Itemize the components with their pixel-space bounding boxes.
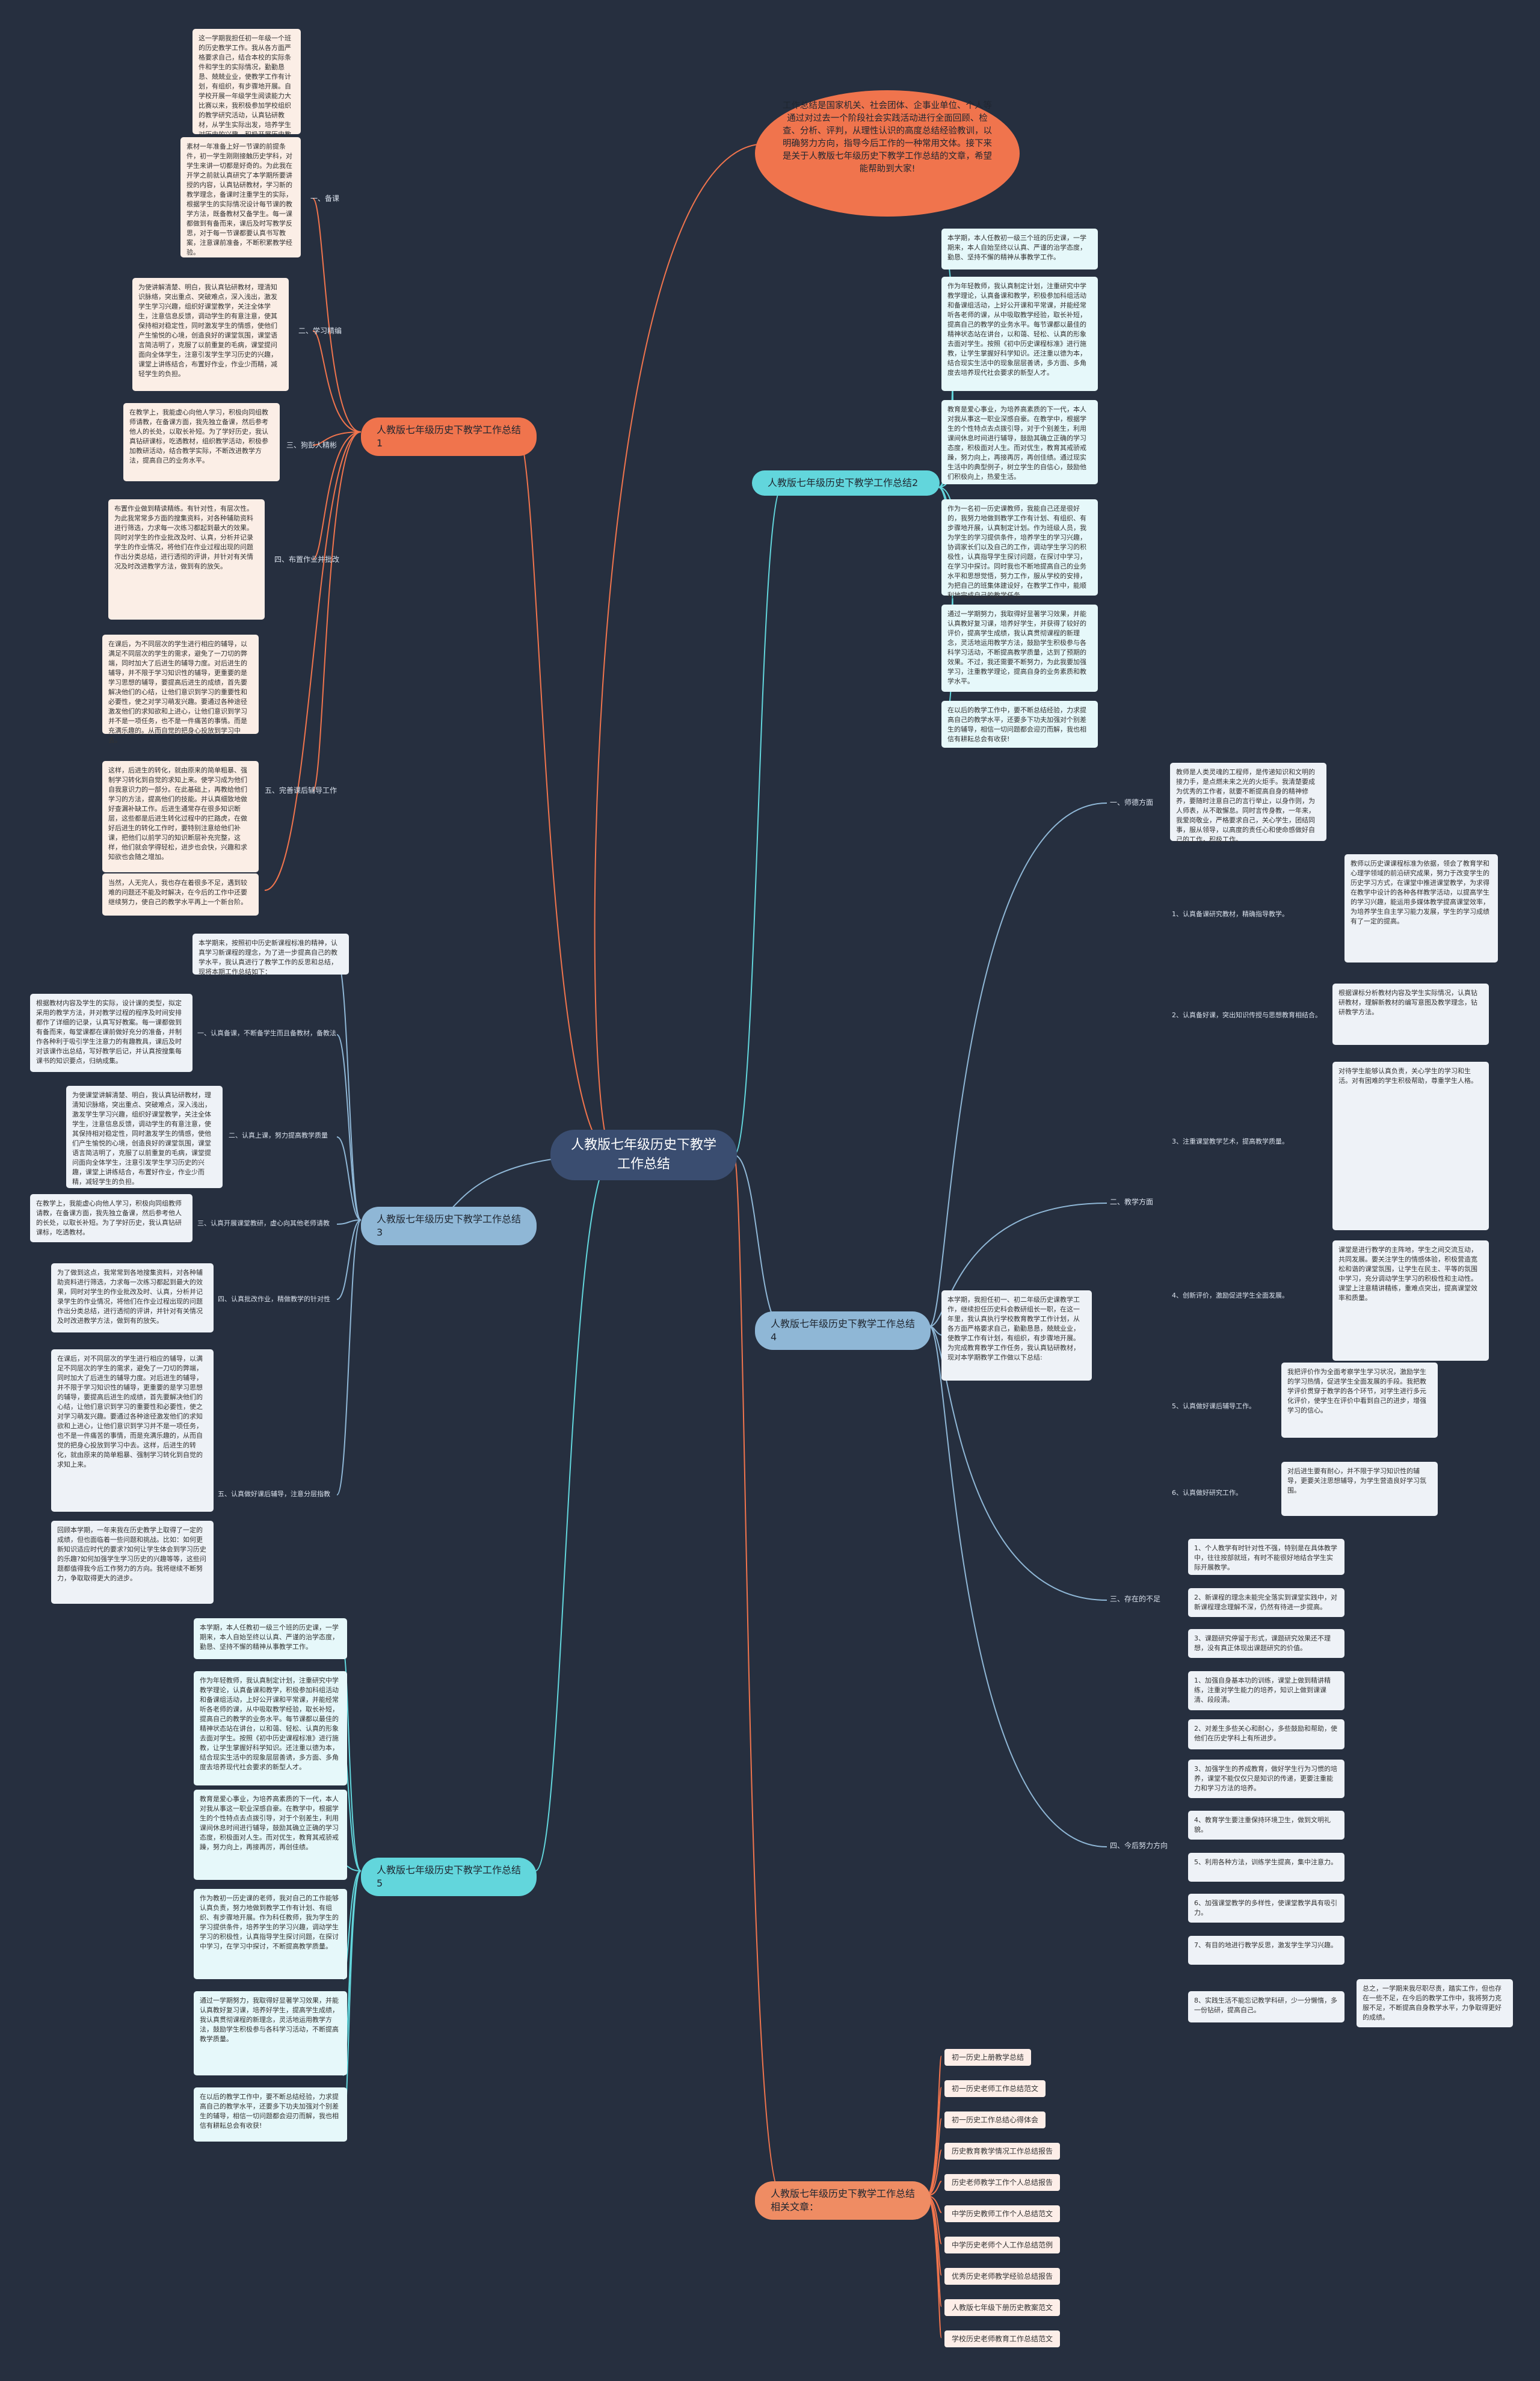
b3-label-4: 四、认真批改作业，精做教学的针对性 [218, 1295, 330, 1303]
b4-teaching-5: 5、认真做好课后辅导工作。 [1172, 1402, 1255, 1410]
related-item[interactable]: 中学历史教师工作个人总结范文 [944, 2205, 1061, 2222]
b3-note-3: 在教学上，我能虚心向他人学习，积极向同组教师请教，在备课方面，我先独立备课，然后… [30, 1194, 192, 1242]
b2-note-0: 本学期，本人任教初一级三个班的历史课，一学期来，本人自始至终以认真、严谨的治学态… [941, 229, 1098, 270]
b4-future-3: 3、加强学生的养成教育，做好学生行为习惯的培养，课堂不能仅仅只是知识的传递，更要… [1188, 1760, 1344, 1798]
branch-4[interactable]: 人教版七年级历史下教学工作总结4 [755, 1311, 931, 1350]
b1-note-6: 这样，后进生的转化，就由原来的简单粗暴、强制学习转化到自觉的求知上来。使学习成为… [102, 761, 259, 872]
b3-note-0: 本学期来，按照初中历史新课程标准的精神，认真学习新课程的理念，为了进一步提高自己… [192, 934, 349, 976]
branch-4-label: 人教版七年级历史下教学工作总结4 [771, 1318, 916, 1343]
b3-note-1: 根据教材内容及学生的实际，设计课的类型，拟定采用的教学方法，并对教学过程的程序及… [30, 994, 192, 1072]
b3-note-5: 在课后，对不同层次的学生进行相应的辅导，以满足不同层次的学生的需求，避免了一刀切… [51, 1349, 214, 1512]
branch-2[interactable]: 人教版七年级历史下教学工作总结2 [752, 470, 940, 496]
b4-problem-3: 3、课题研究停留于形式，课题研究效果还不理想，没有真正体现出课题研究的价值。 [1188, 1629, 1344, 1658]
b4-teaching-1: 1、认真备课研究教材，精确指导教学。 [1172, 910, 1289, 918]
related-item[interactable]: 历史老师教学工作个人总结报告 [944, 2174, 1061, 2191]
b1-label-5: 五、完善课后辅导工作 [265, 786, 337, 795]
b5-note-3: 作为教初一历史课的老师，我对自己的工作能够认真负责，努力地做到教学工作有计划、有… [194, 1889, 347, 1979]
b4-label-teaching: 二、教学方面 [1110, 1198, 1154, 1206]
b4-teaching-2: 2、认真备好课，突出知识传授与思想教育相结合。 [1172, 1011, 1322, 1019]
b3-note-2: 为使课堂讲解清楚、明白，我认真钻研教材，理清知识脉络，突出重点、突破难点，深入浅… [66, 1086, 223, 1188]
b1-note-2: 为使讲解清楚、明白，我认真钻研教材，理清知识脉络，突出重点、突破难点，深入浅出，… [132, 278, 289, 391]
b3-label-3: 三、认真开展课堂教研，虚心向其他老师请教 [197, 1219, 330, 1227]
center-topic-label: 人教版七年级历史下教学工作总结 [570, 1138, 716, 1172]
related-item[interactable]: 中学历史老师个人工作总结范例 [944, 2237, 1061, 2253]
b2-note-3: 作为一名初一历史课教师，我能自己还是很好的，我努力地做到教学工作有计划、有组织、… [941, 499, 1098, 599]
b4-teaching-note-4: 我把评价作为全面考察学生学习状况，激励学生的学习热情，促进学生全面发展的手段。我… [1281, 1363, 1438, 1438]
b4-future-1: 1、加强自身基本功的训练，课堂上做到精讲精练，注重对学生能力的培养，知识上做到课… [1188, 1671, 1344, 1710]
branch-1-label: 人教版七年级历史下教学工作总结1 [377, 424, 522, 449]
related-item[interactable]: 学校历史老师教育工作总结范文 [944, 2330, 1061, 2347]
b1-note-1: 素材一年准备上好一节课的前提条件，初一学生刚刚接触历史学科，对学生来讲一切都是好… [180, 137, 301, 257]
branch-6[interactable]: 人教版七年级历史下教学工作总结相关文章： [755, 2181, 931, 2220]
branch-6-label: 人教版七年级历史下教学工作总结相关文章： [771, 2188, 916, 2213]
b1-note-4: 布置作业做到精读精练。有针对性，有层次性。为此我常常多方面的搜集资料，对各种辅助… [108, 499, 265, 620]
branch-5[interactable]: 人教版七年级历史下教学工作总结5 [361, 1858, 537, 1896]
b4-teaching-3: 3、注重课堂教学艺术，提高教学质量。 [1172, 1138, 1289, 1145]
b3-label-1: 一、认真备课，不断备学生而且备教材，备教法 [197, 1029, 336, 1037]
b5-note-2: 教育是爱心事业，为培养高素质的下一代，本人对我从事这一职业深感自豪。在教学中，根… [194, 1790, 347, 1880]
b4-problem-2: 2、新课程的理念未能完全落实到课堂实践中，对新课程理念理解不深，仍然有待进一步提… [1188, 1588, 1344, 1617]
intro-text: 工作总结是国家机关、社会团体、企事业单位、个人等通过对过去一个阶段社会实践活动进… [783, 101, 992, 174]
b4-thought-note: 教师是人类灵魂的工程师，是传递知识和文明的接力手，是点燃未来之光的火炬手。我清楚… [1170, 763, 1326, 843]
b4-future-8: 8、实践生活不能忘记教学科研，少一分懒惰，多一份钻研，提高自己。 [1188, 1991, 1344, 2022]
b4-label-thought: 一、师德方面 [1110, 798, 1154, 807]
b1-note-7: 当然，人无完人，我也存在着很多不足，遇到较难的问题还不能及时解决，在今后的工作中… [102, 873, 259, 916]
b4-teaching-intro: 教师以历史课课程标准为依据，领会了教育学和心理学领域的前沿研究成果，努力于改变学… [1344, 854, 1498, 963]
b4-intro: 本学期，我担任初一、初二年级历史课教学工作，继续担任历史科会教研组长一职，在这一… [941, 1290, 1092, 1381]
b2-note-2: 教育是爱心事业，为培养高素质的下一代，本人对我从事这一职业深感自豪。在教学中，根… [941, 400, 1098, 484]
b1-label-2: 二、学习精编 [298, 327, 342, 335]
b1-label-3: 三、狗彭人精彬 [286, 441, 337, 449]
b4-future-4: 4、教育学生要注重保持环境卫生，做到文明礼貌。 [1188, 1811, 1344, 1840]
related-item[interactable]: 优秀历史老师教学经验总结报告 [944, 2268, 1061, 2285]
b4-teaching-6: 6、认真做好研究工作。 [1172, 1489, 1242, 1497]
b4-future-7: 7、有目的地进行教学反思，激发学生学习兴趣。 [1188, 1936, 1344, 1965]
b4-future-2: 2、对差生多些关心和耐心，多些鼓励和帮助，使他们在历史学科上有所进步。 [1188, 1719, 1344, 1749]
b3-note-4: 为了做到这点，我常常到各地搜集资料，对各种辅助资料进行筛选，力求每一次练习都起到… [51, 1263, 214, 1332]
branch-5-label: 人教版七年级历史下教学工作总结5 [377, 1864, 522, 1889]
b5-note-1: 作为年轻教师，我认真制定计划，注重研究中学教学理论，认真备课和教学，积极参加科组… [194, 1671, 347, 1785]
b2-note-5: 在以后的教学工作中，要不断总结经验，力求提高自己的教学水平，还要多下功夫加强对个… [941, 701, 1098, 748]
b1-label-4: 四、布置作业并批改 [274, 555, 340, 564]
b4-future-6: 6、加强课堂教学的多样性，使课堂教学具有吸引力。 [1188, 1894, 1344, 1923]
b5-note-0: 本学期，本人任教初一级三个班的历史课，一学期来，本人自始至终以认真、严谨的治学态… [194, 1618, 347, 1659]
b4-future-5: 5、利用各种方法，训练学生提高，集中注意力。 [1188, 1853, 1344, 1882]
related-item[interactable]: 历史教育教学情况工作总结报告 [944, 2143, 1061, 2160]
b4-problem-1: 1、个人教学有时针对性不强，特别是在具体教学中，往往按部就班，有时不能很好地结合… [1188, 1539, 1344, 1575]
related-item[interactable]: 人教版七年级下册历史教案范文 [944, 2299, 1061, 2316]
b2-note-1: 作为年轻教师，我认真制定计划，注重研究中学教学理论，认真备课和教学，积极参加科组… [941, 277, 1098, 391]
b4-teaching-note-2: 对待学生能够认真负责，关心学生的学习和生活。对有困难的学生积极帮助，尊重学生人格… [1332, 1062, 1489, 1230]
b5-note-5: 在以后的教学工作中，要不断总结经验，力求提高自己的教学水平，还要多下功夫加强对个… [194, 2087, 347, 2142]
b5-note-4: 通过一学期努力，我取得好显著学习效果，并能认真教好复习课，培养好学生，提高学生成… [194, 1991, 347, 2075]
intro-bubble[interactable]: 工作总结是国家机关、社会团体、企事业单位、个人等通过对过去一个阶段社会实践活动进… [755, 90, 1020, 217]
b1-label-1: 一、备课 [310, 194, 340, 203]
b1-note-0: 这一学期我担任初一年级一个班的历史教学工作。我从各方面严格要求自己，结合本校的实… [192, 29, 301, 148]
b3-label-2: 二、认真上课，努力提高教学质量 [229, 1132, 328, 1139]
related-item[interactable]: 初一历史老师工作总结范文 [944, 2080, 1046, 2097]
b4-closing: 总之，一学期来我尽职尽责，踏实工作，但也存在一些不足，在今后的教学工作中，我将努… [1357, 1979, 1513, 2027]
branch-2-label: 人教版七年级历史下教学工作总结2 [768, 477, 919, 488]
related-item[interactable]: 初一历史工作总结心得体会 [944, 2111, 1046, 2128]
b3-note-6: 回顾本学期，一年来我在历史教学上取得了一定的成绩，但也面临着一些问题和挑战。比如… [51, 1521, 214, 1604]
branch-3-label: 人教版七年级历史下教学工作总结3 [377, 1213, 522, 1238]
b4-label-future: 四、今后努力方向 [1110, 1841, 1168, 1850]
b4-teaching-note-1: 根据课标分析教材内容及学生实际情况，认真钻研教材，理解新教材的编写意图及教学理念… [1332, 984, 1489, 1045]
b2-note-4: 通过一学期努力，我取得好显著学习效果，并能认真教好复习课，培养好学生，并获得了较… [941, 605, 1098, 692]
b4-teaching-note-3: 课堂是进行教学的主阵地，学生之间交流互动，共同发展。要关注学生的情感体验，积极营… [1332, 1240, 1489, 1361]
b4-teaching-4: 4、创新评价，激励促进学生全面发展。 [1172, 1292, 1289, 1299]
center-topic[interactable]: 人教版七年级历史下教学工作总结 [550, 1130, 737, 1180]
b4-label-problems: 三、存在的不足 [1110, 1595, 1161, 1603]
b1-note-5: 在课后，为不同层次的学生进行相应的辅导，以满足不同层次的学生的需求，避免了一刀切… [102, 635, 259, 744]
related-item[interactable]: 初一历史上册教学总结 [944, 2049, 1032, 2066]
branch-1[interactable]: 人教版七年级历史下教学工作总结1 [361, 417, 537, 456]
b4-teaching-note-5: 对后进生要有耐心，并不限于学习知识性的辅导，更要关注思想辅导，为学生营造良好学习… [1281, 1462, 1438, 1516]
branch-3[interactable]: 人教版七年级历史下教学工作总结3 [361, 1207, 537, 1245]
b1-note-3: 在教学上，我能虚心向他人学习，积极向同组教师请教，在备课方面，我先独立备课，然后… [123, 403, 280, 481]
b3-label-5: 五、认真做好课后辅导，注意分层指教 [218, 1490, 330, 1498]
